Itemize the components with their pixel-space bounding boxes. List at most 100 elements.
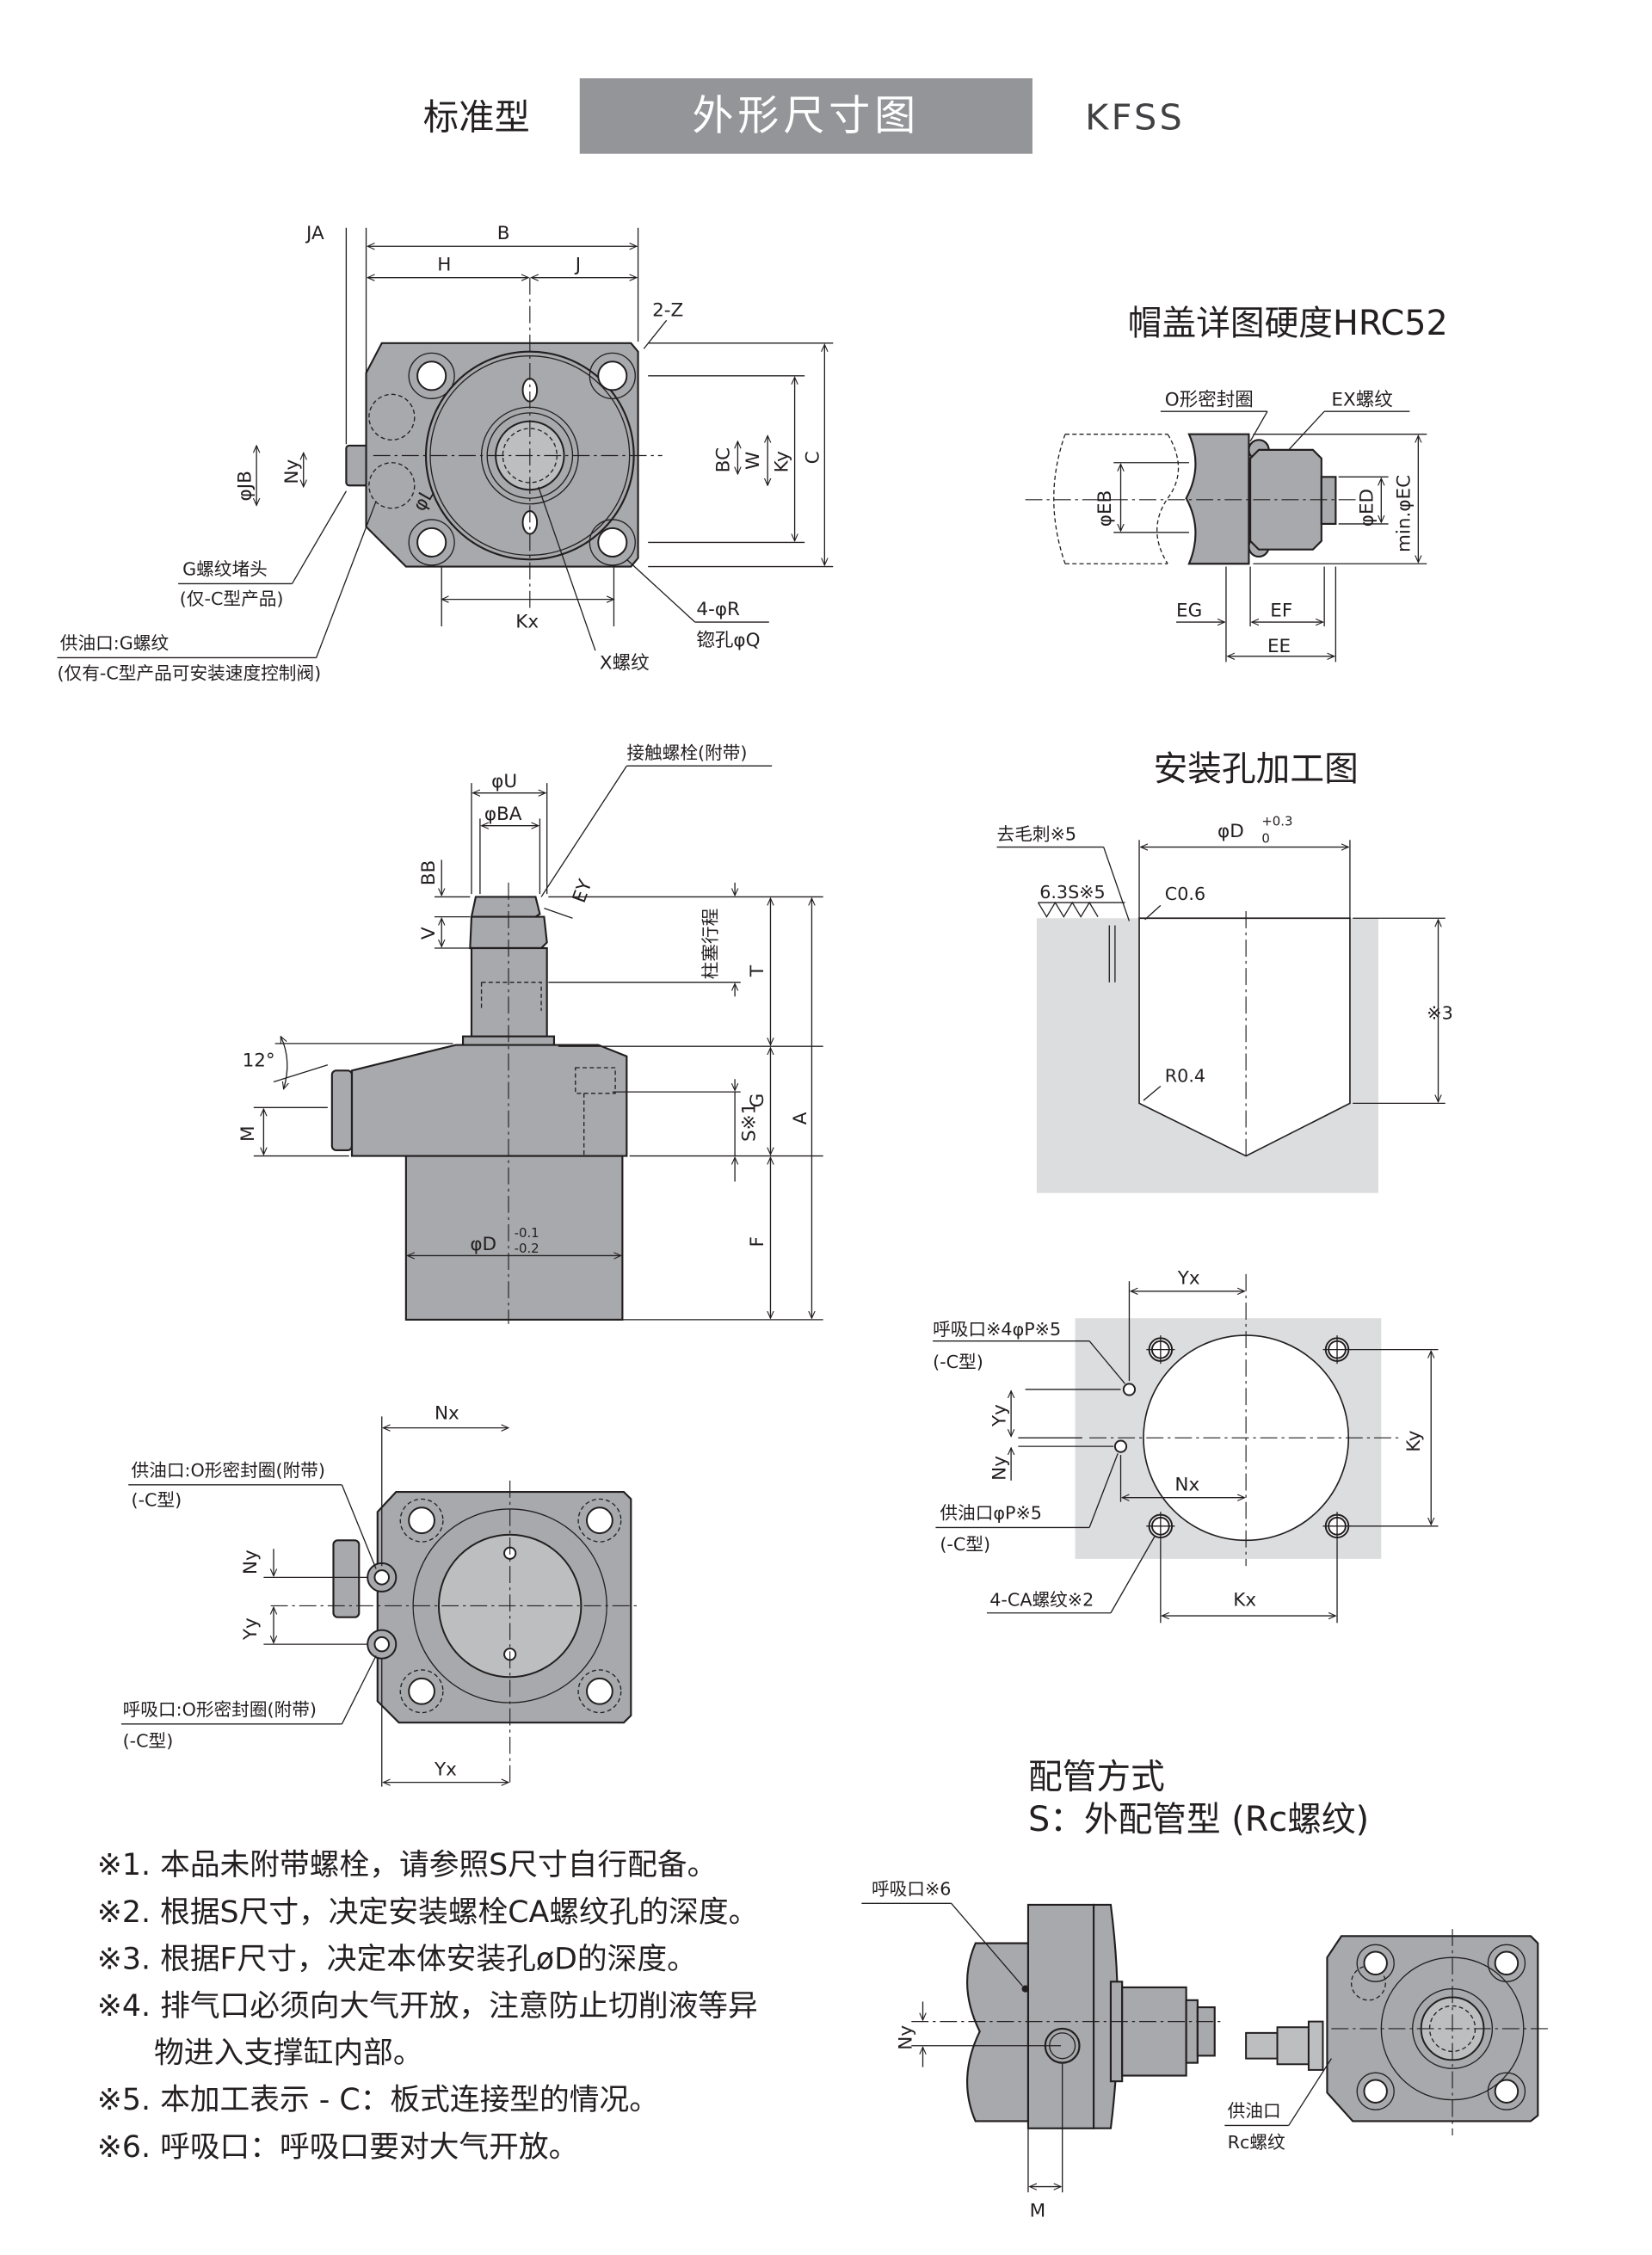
dim-plate-Nx: Nx	[1174, 1474, 1199, 1495]
label-radius: R0.4	[1165, 1066, 1205, 1087]
page-header: 标准型 外形尺寸图 KFSS	[423, 78, 1185, 154]
dim-piping-M: M	[1030, 2200, 1046, 2221]
dim-Ny: Ny	[281, 459, 303, 484]
dim-F: F	[747, 1236, 768, 1247]
label-depth-note: ※3	[1427, 1003, 1452, 1024]
label-piping-rc: Rc螺纹	[1228, 2132, 1285, 2153]
label-supply-type: (-C型)	[132, 1490, 182, 1511]
dim-Kx: Kx	[515, 612, 539, 633]
dim-Yx-bottom: Yx	[434, 1759, 457, 1780]
dim-R: 4-φR	[696, 599, 740, 620]
bolt-holes	[408, 352, 636, 566]
dim-D-tol-upper: -0.1	[515, 1225, 539, 1241]
dim-Yy-bottom: Yy	[240, 1617, 262, 1641]
dim-W: W	[743, 452, 764, 470]
piping-side-body	[1026, 1903, 1095, 2129]
cylinder-body	[404, 1155, 624, 1321]
dim-mount-D-tol-lower: 0	[1261, 831, 1269, 847]
dim-D: φD	[470, 1234, 496, 1255]
dim-mount-D: φD	[1217, 821, 1244, 842]
label-stroke: 柱塞行程	[700, 909, 721, 980]
label-plate-CA: 4-CA螺纹※2	[989, 1589, 1094, 1610]
cap-head	[1185, 433, 1250, 565]
header-series: 标准型	[423, 97, 530, 139]
dim-G: G	[747, 1094, 768, 1108]
cap-detail-drawing: 帽盖详图硬度HRC52 O形密封圈 EX螺纹 φEB φED min.φEC E…	[1025, 304, 1448, 662]
header-title-box	[579, 78, 1032, 154]
note-6: ※6. 呼吸口：呼吸口要对大气开放。	[97, 2130, 579, 2165]
dim-EG: EG	[1176, 600, 1202, 621]
plunger	[470, 946, 548, 1044]
dim-U: φU	[491, 771, 517, 792]
note-4-cont: 物进入支撑缸内部。	[154, 2036, 423, 2071]
dim-B: B	[497, 223, 510, 244]
dim-plate-Yx: Yx	[1177, 1268, 1200, 1290]
label-supply-note: (仅有-C型产品可安装速度控制阀)	[57, 662, 321, 683]
contact-bolt	[470, 896, 541, 918]
note-5: ※5. 本加工表示 - C：板式连接型的情况。	[97, 2083, 659, 2117]
dim-EC: min.φEC	[1393, 475, 1415, 552]
dim-T: T	[747, 964, 768, 977]
dim-BB: BB	[418, 860, 440, 886]
note-2: ※2. 根据S尺寸，决定安装螺栓CA螺纹孔的深度。	[97, 1895, 759, 1930]
dim-plate-Kx: Kx	[1233, 1589, 1256, 1611]
label-breath-type: (-C型)	[123, 1730, 174, 1751]
plate-tapped-holes	[1146, 1335, 1352, 1541]
label-oring: O形密封圈	[1165, 390, 1254, 411]
dim-JB: φJB	[235, 471, 256, 501]
note-1: ※1. 本品未附带螺栓，请参照S尺寸自行配备。	[97, 1848, 718, 1882]
label-surface-finish: 6.3S※5	[1039, 882, 1105, 903]
dim-H: H	[437, 254, 451, 275]
label-ex-thread: EX螺纹	[1331, 390, 1392, 411]
piping-subtitle: S：外配管型 (Rc螺纹)	[1028, 1800, 1369, 1839]
note-4: ※4. 排气口必须向大气开放，注意防止切削液等异	[97, 1989, 758, 2024]
label-deburr: 去毛刺※5	[997, 823, 1077, 844]
dim-mount-D-tol-upper: +0.3	[1261, 814, 1292, 829]
label-plug: G螺纹堵头	[182, 558, 268, 579]
dim-A: A	[790, 1112, 811, 1124]
piping-bolt-holes	[1356, 1944, 1526, 2110]
dim-J: J	[574, 254, 581, 275]
bottom-view-drawing: Nx 供油口:O形密封圈(附带) (-C型) Ny Yy 呼吸口:O形密封圈(附…	[120, 1403, 641, 1787]
dim-BA: φBA	[484, 804, 522, 825]
notes: ※1. 本品未附带螺栓，请参照S尺寸自行配备。 ※2. 根据S尺寸，决定安装螺栓…	[97, 1848, 759, 2165]
label-X-thread: X螺纹	[600, 653, 650, 675]
piping-title: 配管方式	[1028, 1757, 1165, 1796]
dim-BC: BC	[712, 447, 734, 472]
label-supply: 供油口:G螺纹	[60, 633, 170, 654]
header-title: 外形尺寸图	[692, 92, 920, 140]
mount-hole-bore	[1138, 917, 1351, 1157]
label-contact-bolt: 接触螺栓(附带)	[626, 742, 747, 763]
dim-2Z: 2-Z	[652, 299, 683, 321]
port-boss	[330, 1069, 354, 1152]
dim-S: S※1	[738, 1103, 760, 1142]
label-chamfer: C0.6	[1165, 884, 1205, 904]
dim-piping-Ny: Ny	[895, 2025, 916, 2050]
dim-plate-Ny: Ny	[989, 1456, 1010, 1481]
label-piping-breath: 呼吸口※6	[872, 1878, 951, 1899]
dim-EF: EF	[1270, 600, 1292, 621]
label-supply-oring: 供油口:O形密封圈(附带)	[132, 1460, 325, 1481]
top-view-drawing: JA B H J 2-Z φJB Ny φL BC W Ky C G螺纹堵头 (…	[57, 223, 834, 683]
label-plate-supply: 供油口φP※5	[940, 1503, 1042, 1524]
header-model: KFSS	[1085, 97, 1185, 139]
bottom-bolt-holes	[399, 1498, 622, 1714]
dim-EE: EE	[1267, 636, 1291, 657]
dim-Nx: Nx	[435, 1403, 459, 1425]
body-flange	[350, 1044, 628, 1157]
dim-Ky: Ky	[771, 451, 792, 473]
dim-plate-Yy: Yy	[989, 1404, 1010, 1427]
plate-breath-port	[1122, 1383, 1137, 1396]
dim-C: C	[803, 451, 824, 464]
dim-V: V	[418, 927, 440, 940]
label-plate-breath-type: (-C型)	[933, 1352, 983, 1372]
plate-drawing: Yx 呼吸口※4φP※5 (-C型) Yy Ny Nx Ky 供油口φP※5 (…	[933, 1268, 1439, 1623]
label-plate-breath: 呼吸口※4φP※5	[933, 1319, 1061, 1340]
plate-supply-port	[1113, 1439, 1128, 1453]
dim-angle: 12°	[243, 1050, 275, 1071]
label-plate-supply-type: (-C型)	[940, 1534, 990, 1555]
note-3: ※3. 根据F尺寸，决定本体安装孔øD的深度。	[97, 1942, 697, 1976]
dim-ED: φED	[1356, 489, 1378, 527]
dim-D-tol-lower: -0.2	[515, 1241, 539, 1256]
